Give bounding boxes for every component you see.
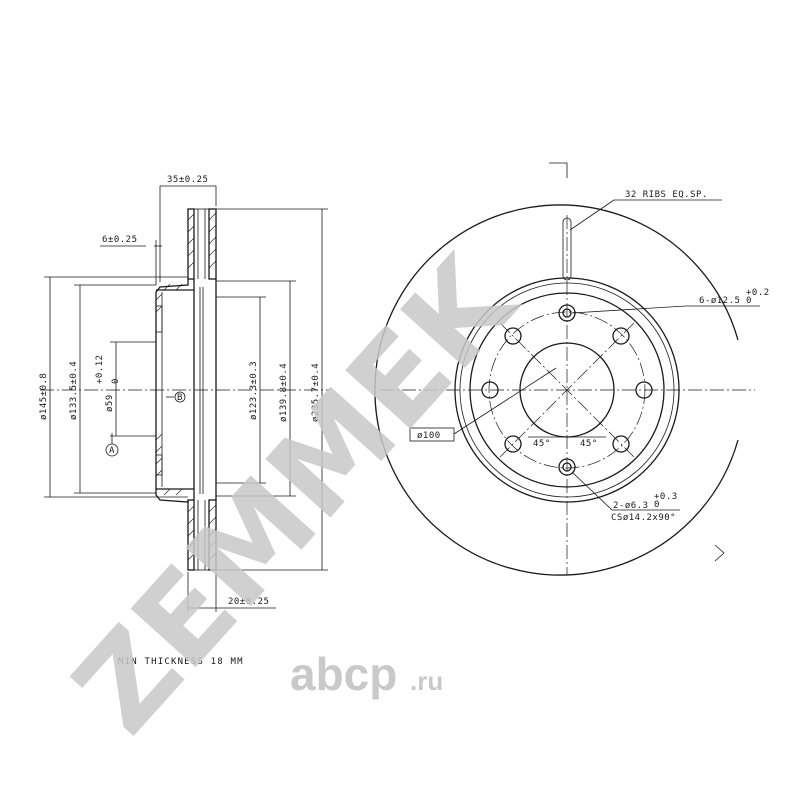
- dia-133-dimension: ø133.5±0.4: [69, 361, 79, 420]
- holes-6-tol-upper: +0.2: [746, 288, 770, 298]
- holes-2-tol-upper: +0.3: [654, 492, 678, 502]
- min-thickness-note: MIN THICKNESS 18 MM: [118, 657, 244, 667]
- width-dimension: 35±0.25: [167, 175, 208, 185]
- dia-235-dimension: ø235.7±0.4: [311, 363, 321, 422]
- dia-59-tol-lower: 0: [111, 378, 121, 384]
- datum-a-label: A: [109, 446, 115, 456]
- front-view: 32 RIBS EQ.SP. 6-ø12.5 +0.2 0 ø100 45° 4…: [374, 162, 770, 576]
- logo-brand: abcp: [290, 648, 397, 700]
- holes-2-note: 2-ø6.3: [613, 501, 649, 511]
- dia-59-tol-upper: +0.12: [95, 354, 105, 384]
- datum-b-label: B: [177, 393, 183, 403]
- holes-6-note: 6-ø12.5: [699, 296, 740, 306]
- holes-2-tol-lower: 0: [654, 500, 660, 510]
- dia-123-dimension: ø123.3±0.3: [249, 361, 259, 420]
- ribs-note: 32 RIBS EQ.SP.: [625, 190, 708, 200]
- countersink-note: CSø14.2x90°: [611, 513, 676, 523]
- logo-domain: .ru: [410, 666, 443, 696]
- abcp-logo: abcp .ru: [290, 648, 443, 700]
- angle-right: 45°: [580, 439, 598, 449]
- dia-139-dimension: ø139.8±0.4: [279, 363, 289, 422]
- pcd-label: ø100: [417, 431, 441, 441]
- holes-6-tol-lower: 0: [746, 296, 752, 306]
- hat-thickness-dimension: 6±0.25: [102, 235, 138, 245]
- dia-145-dimension: ø145±0.8: [39, 373, 49, 420]
- section-view: B A 35±0.25 6±0.25 20±0.25 ø145±0.8 ø133…: [39, 175, 330, 612]
- hub-depth-dimension: 20±0.25: [228, 597, 269, 607]
- dia-59-dimension: ø59: [105, 394, 115, 412]
- angle-left: 45°: [533, 439, 551, 449]
